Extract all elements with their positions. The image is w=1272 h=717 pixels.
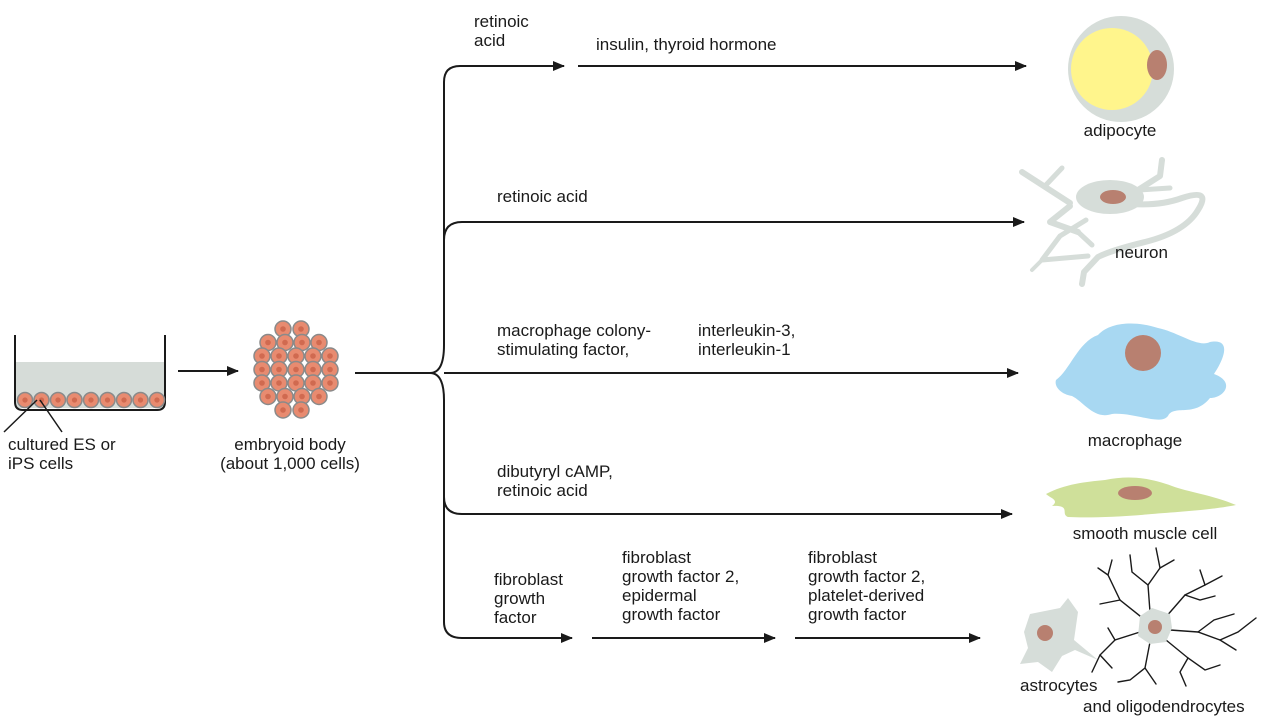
macrophage-nucleus [1125,335,1161,371]
branch-adipocyte [429,61,565,374]
macrophage-factor-2: interleukin-3, interleukin-1 [698,321,796,359]
smooth-muscle-label: smooth muscle cell [1072,524,1218,543]
es-cell [66,391,83,409]
glia-factor-3: fibroblast growth factor 2, platelet-der… [808,548,926,624]
neuron-factor: retinoic acid [497,187,588,206]
embryoid-cell [292,401,310,419]
oligodendrocytes-label: and oligodendrocytes [1083,697,1245,716]
glia-factor-2: fibroblast growth factor 2, epidermal gr… [622,548,740,624]
embryoid-cell [321,360,339,379]
astrocytes-label: astrocytes [1020,676,1098,695]
neuron-nucleus [1100,190,1126,204]
es-cell [49,391,67,409]
glia-factor-1: fibroblast growth factor [494,570,563,627]
embryoid-cell [293,333,311,352]
astrocyte-nucleus [1037,625,1053,641]
embryoid-label: embryoid body (about 1,000 cells) [220,435,360,473]
astrocyte-illustration [1020,598,1098,672]
smooth-muscle-illustration [1046,477,1236,518]
embryoid-cell [270,374,288,392]
macrophage-illustration [1055,323,1227,420]
es-cell [115,391,133,409]
embryoid-cell [287,347,305,365]
macrophage-label: macrophage [1087,431,1183,450]
embryoid-cell [270,360,288,379]
culture-label: cultured ES or iPS cells [8,435,116,473]
smooth-muscle-nucleus [1118,486,1152,500]
adipocyte-nucleus [1147,50,1167,80]
embryoid-cell [276,333,294,352]
embryoid-cell [310,387,328,406]
smooth-muscle-factor: dibutyryl cAMP, retinoic acid [497,462,613,500]
embryoid-cell [321,374,339,392]
adipocyte-factor-1: retinoic acid [474,12,529,50]
oligodendrocyte-illustration [1091,547,1257,687]
macrophage-factor-1: macrophage colony- stimulating factor, [497,321,652,359]
es-cell-layer [16,391,166,409]
neuron-illustration [1019,157,1206,287]
neuron-label: neuron [1115,243,1168,262]
adipocyte-illustration [1068,16,1174,122]
branch-lines [355,61,1027,643]
oligodendrocyte-nucleus [1148,620,1162,634]
embryoid-cell [259,387,277,406]
embryoid-cell [293,387,311,406]
dish-wall [14,335,166,411]
es-cell [16,391,34,409]
arrow-glia-step1 [443,497,573,643]
culture-dish [3,335,166,433]
embryoid-cell [304,347,322,365]
embryoid-cell [287,374,305,392]
es-cell [99,391,116,409]
es-cell [132,391,149,409]
adipocyte-factor-2: insulin, thyroid hormone [596,35,777,54]
embryoid-cell [274,401,292,419]
embryoid-cell [321,347,339,365]
adipocyte-label: adipocyte [1083,121,1157,140]
pointer-lines [3,399,63,433]
embryoid-body-cluster [253,320,339,419]
arrow-neuron [443,217,1025,241]
es-cell [82,391,100,409]
es-cell [148,391,166,409]
